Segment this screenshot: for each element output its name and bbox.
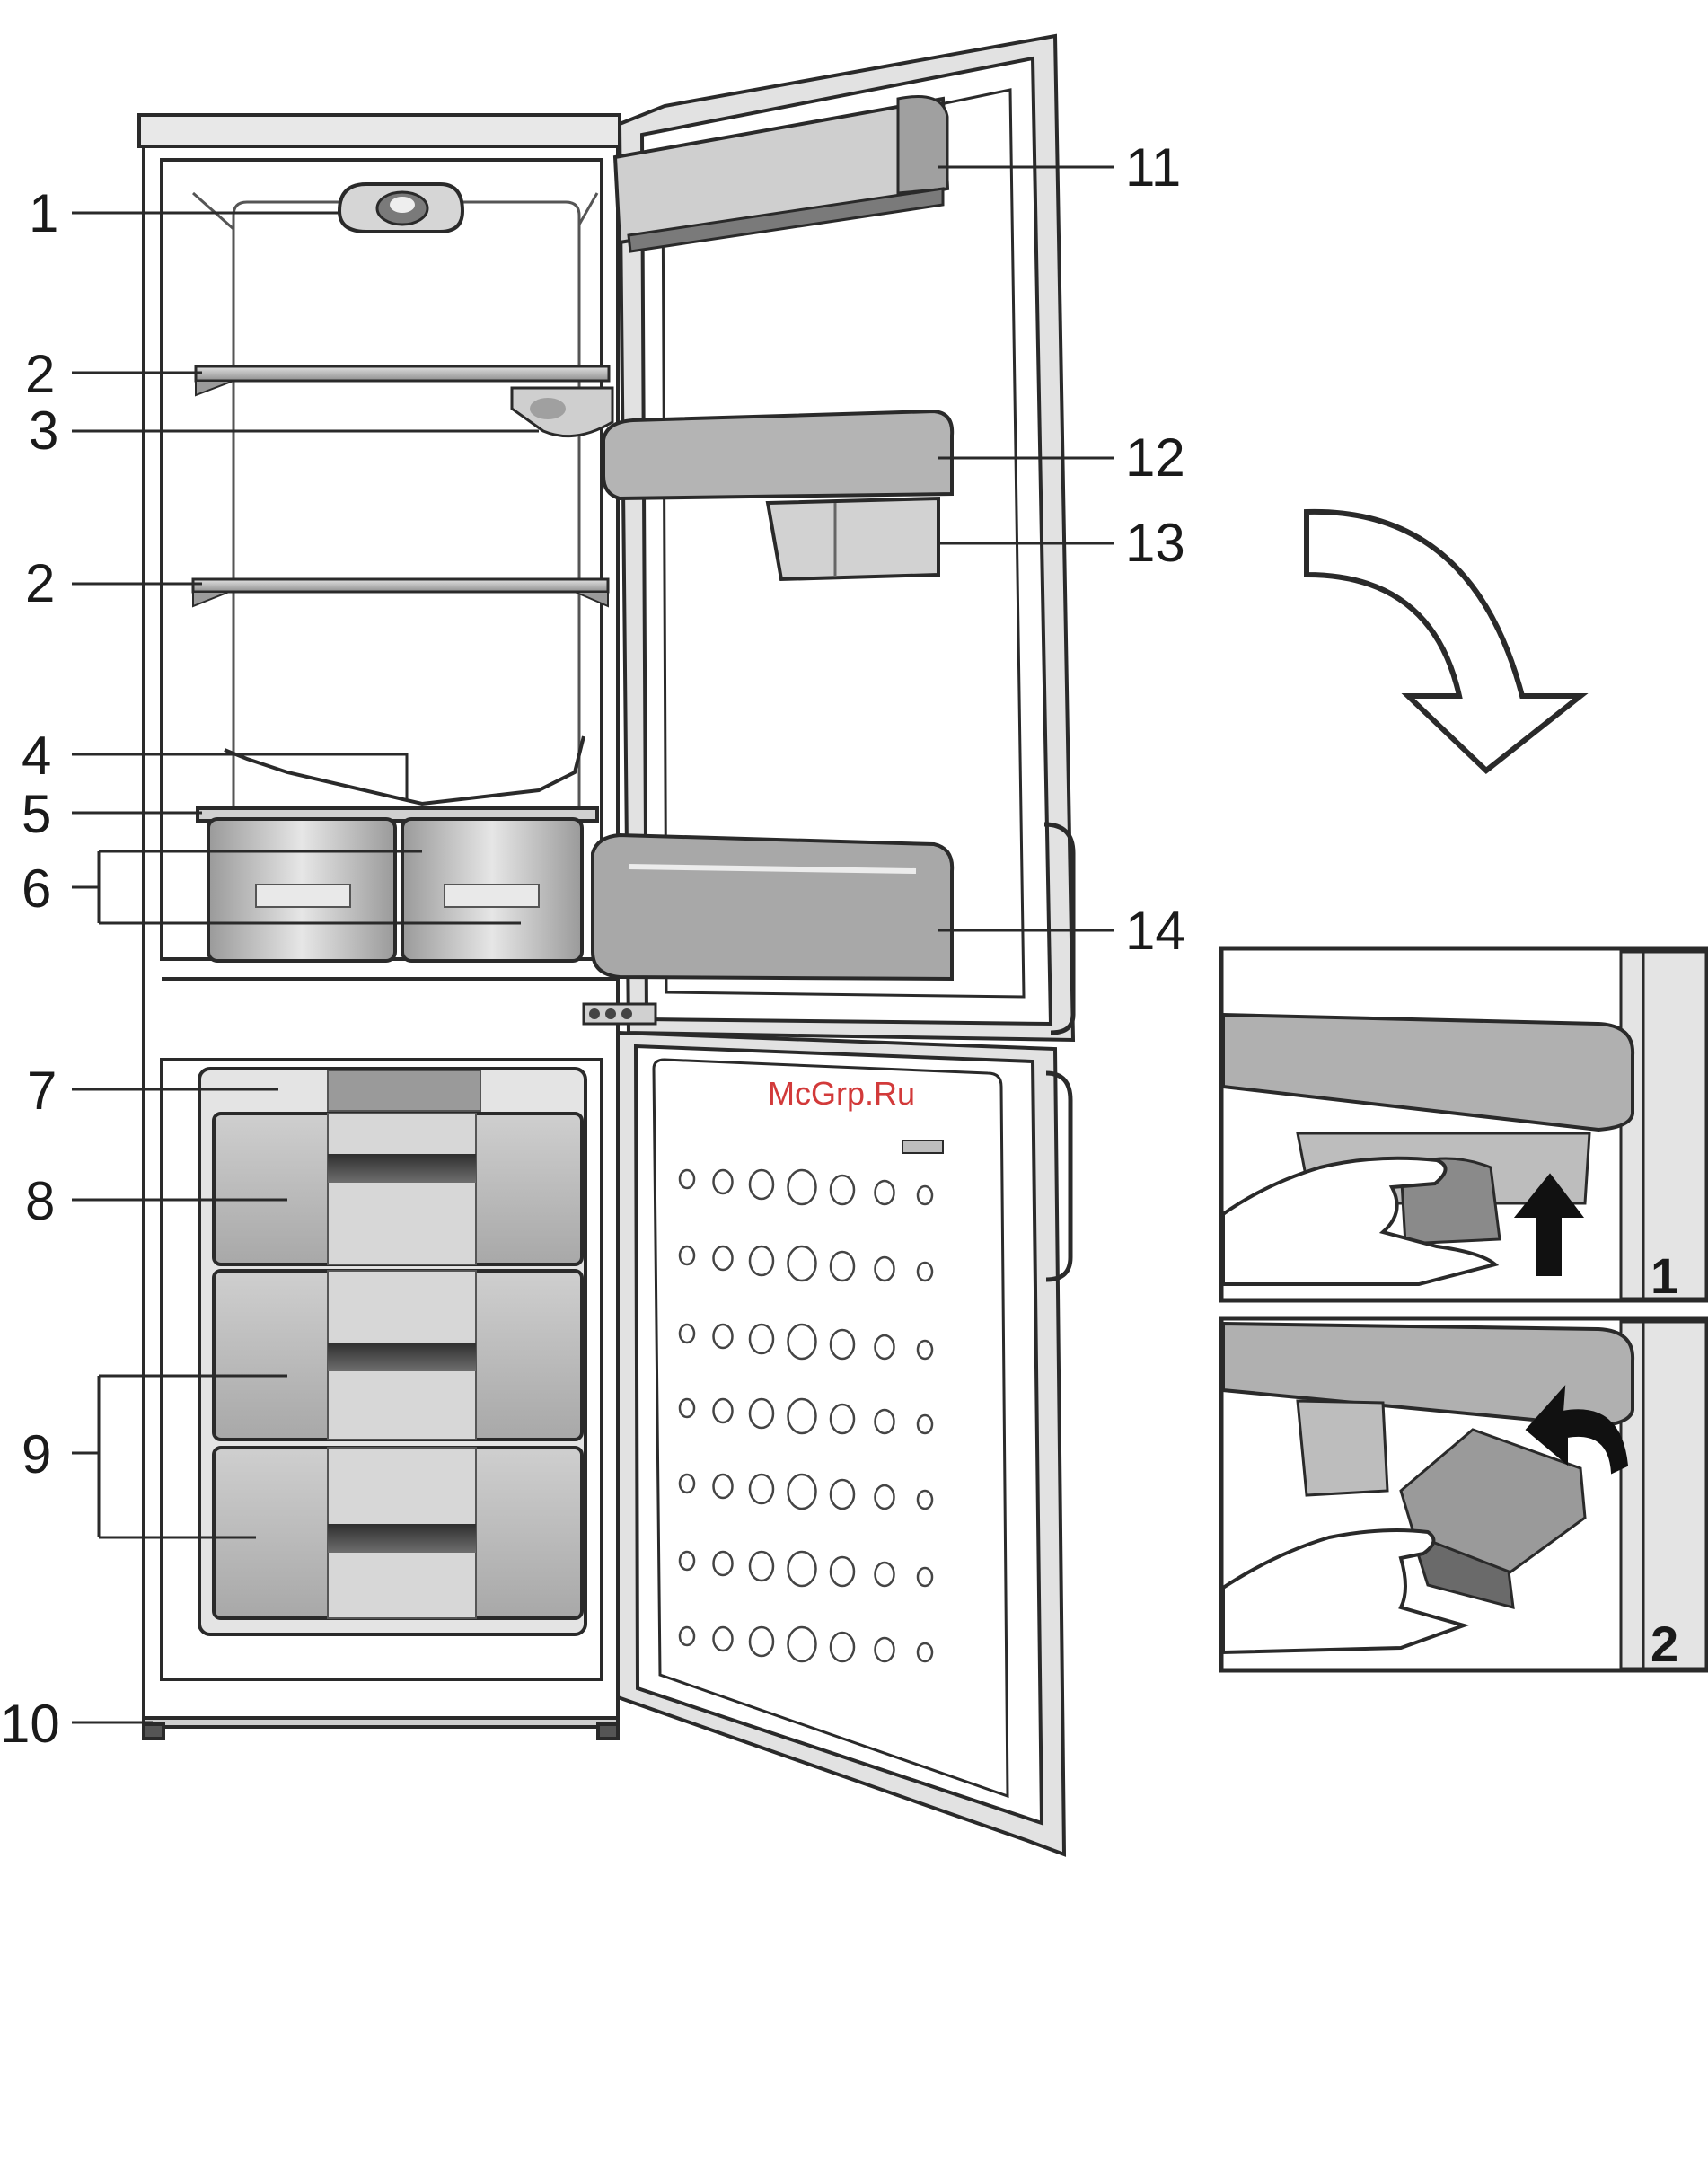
dimple (831, 1480, 854, 1509)
watermark: McGrp.Ru (768, 1075, 915, 1112)
dimple (714, 1325, 733, 1348)
dimple (831, 1330, 854, 1359)
door-egg-rack (768, 498, 938, 579)
dimple (750, 1170, 773, 1199)
callout-9: 9 (22, 1424, 51, 1484)
dimple (876, 1335, 894, 1359)
dimple (788, 1246, 816, 1281)
callout-4: 4 (22, 726, 51, 786)
inset-step-2: 2 (1221, 1318, 1706, 1672)
callout-10: 10 (0, 1694, 60, 1754)
dimple (831, 1176, 854, 1204)
dimple (918, 1491, 932, 1509)
dimple (680, 1170, 694, 1188)
dimple (831, 1252, 854, 1281)
dimple (750, 1627, 773, 1656)
dimple (714, 1170, 733, 1193)
dimple (750, 1475, 773, 1503)
dimple (918, 1415, 932, 1433)
dimple (680, 1627, 694, 1645)
dimple (714, 1552, 733, 1575)
door-shelf-upper (603, 411, 952, 498)
dimple (918, 1568, 932, 1586)
dimple (750, 1246, 773, 1275)
dimple (918, 1263, 932, 1281)
dimple (831, 1405, 854, 1433)
dimple (788, 1170, 816, 1204)
dimple (788, 1552, 816, 1586)
dimple (680, 1552, 694, 1570)
dimple (918, 1643, 932, 1661)
freezer-drawer-top (214, 1114, 582, 1264)
callout-14: 14 (1125, 901, 1185, 961)
dimple (750, 1399, 773, 1428)
callout-2-upper: 2 (25, 344, 55, 404)
callout-8: 8 (25, 1171, 55, 1231)
callout-12: 12 (1125, 427, 1185, 488)
dimple (750, 1325, 773, 1353)
dimple (788, 1325, 816, 1359)
dimple (714, 1246, 733, 1270)
lamp-thermostat (339, 184, 462, 232)
dimple (788, 1399, 816, 1433)
freezer-drawer-bottom (214, 1448, 582, 1618)
dimple (788, 1627, 816, 1661)
door-bottle-shelf (593, 835, 952, 979)
curved-arrow-icon (1307, 512, 1580, 771)
dimple (714, 1475, 733, 1498)
callout-1: 1 (29, 183, 58, 243)
dimple (680, 1246, 694, 1264)
crisper-bins (208, 819, 582, 961)
dimple (876, 1257, 894, 1281)
dimple (876, 1485, 894, 1509)
step-number-2: 2 (1651, 1616, 1678, 1672)
callout-5: 5 (22, 784, 51, 844)
dimple (680, 1475, 694, 1493)
dimple (750, 1552, 773, 1581)
callout-3: 3 (29, 401, 58, 461)
callout-2-lower: 2 (25, 553, 55, 613)
dimple (876, 1181, 894, 1204)
control-panel (584, 1004, 656, 1024)
callout-11: 11 (1125, 137, 1181, 198)
dimple (714, 1627, 733, 1651)
inset-step-1: 1 (1221, 948, 1706, 1304)
freezer-drawer-middle (214, 1271, 582, 1440)
dimple (680, 1325, 694, 1343)
callout-13: 13 (1125, 513, 1185, 573)
dimple (831, 1633, 854, 1661)
dimple (876, 1410, 894, 1433)
dimple (876, 1563, 894, 1586)
callout-6: 6 (22, 859, 51, 919)
dimple (918, 1186, 932, 1204)
freezer-door (618, 1033, 1070, 1854)
step-number-1: 1 (1651, 1247, 1678, 1304)
dimple (918, 1341, 932, 1359)
dimple (876, 1638, 894, 1661)
dimple (788, 1475, 816, 1509)
dimple (831, 1557, 854, 1586)
callout-7: 7 (27, 1061, 57, 1121)
dimple (680, 1399, 694, 1417)
dimple (714, 1399, 733, 1422)
